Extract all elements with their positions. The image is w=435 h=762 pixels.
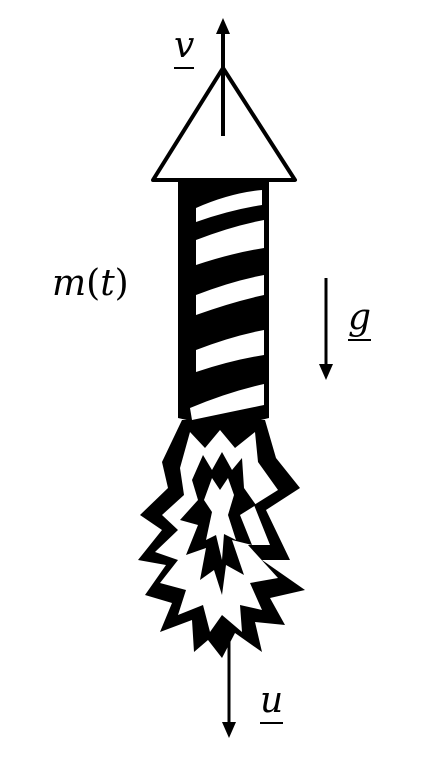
mass-argument: t <box>100 263 115 304</box>
velocity-symbol: v <box>174 25 195 69</box>
mass-open-paren: ( <box>86 263 101 304</box>
mass-symbol: m <box>52 263 87 304</box>
mass-label: m(t) <box>52 266 129 302</box>
body-stripe <box>190 384 264 420</box>
flame-core-highlight <box>204 478 236 560</box>
gravity-arrow <box>319 278 333 380</box>
body-stripe <box>196 330 264 372</box>
gravity-symbol: g <box>348 297 372 341</box>
velocity-arrow <box>216 18 230 136</box>
exhaust-arrow <box>222 637 236 738</box>
body-stripe <box>196 190 262 222</box>
body-stripe <box>196 220 264 265</box>
mass-close-paren: ) <box>114 263 129 304</box>
gravity-label: g <box>348 297 372 341</box>
exhaust-velocity-label: u <box>260 680 284 724</box>
velocity-label: v <box>174 25 195 69</box>
body-stripe <box>196 275 264 315</box>
exhaust-velocity-symbol: u <box>260 680 284 724</box>
body-stripes <box>190 190 264 420</box>
